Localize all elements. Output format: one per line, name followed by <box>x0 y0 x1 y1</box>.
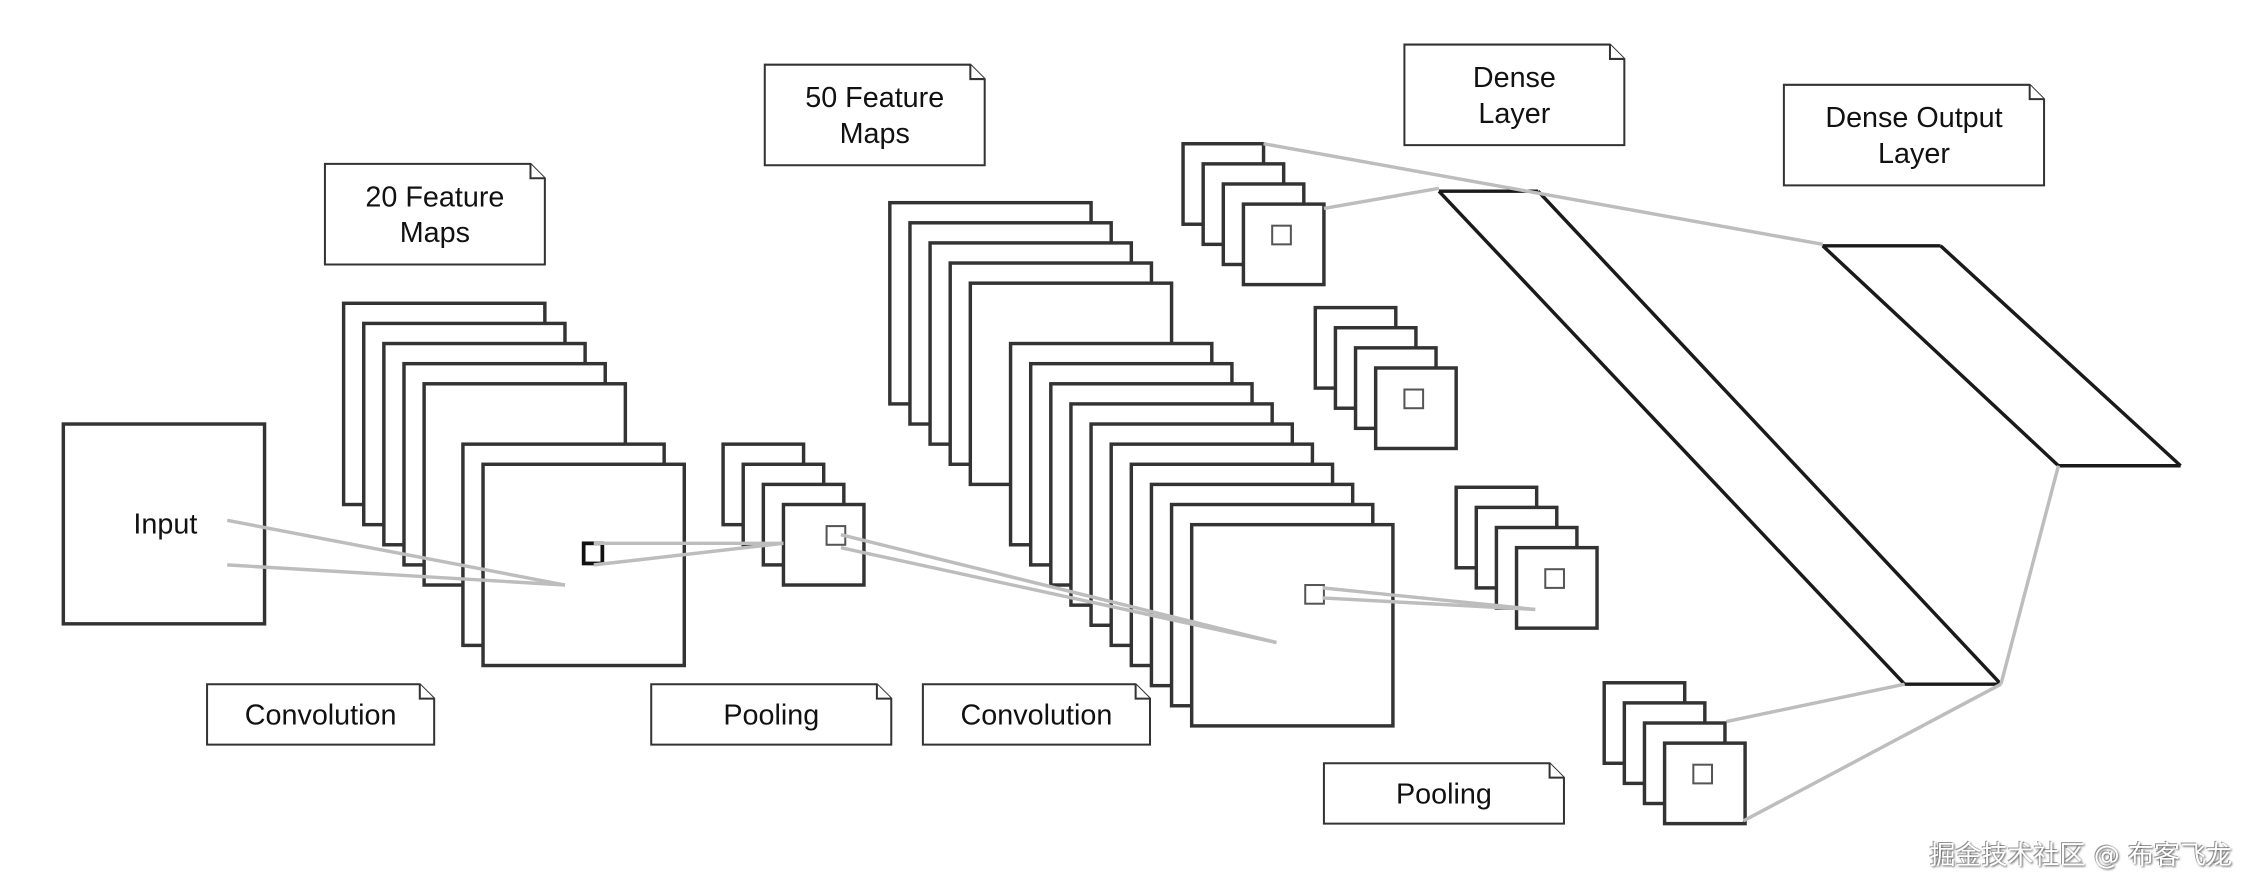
note-convolution-2: Convolution <box>921 683 1152 746</box>
note-convolution-1: Convolution <box>206 683 436 746</box>
note-convolution-2-text: Convolution <box>961 699 1113 731</box>
note-dense-output-layer-text: Dense Output <box>1825 102 2002 134</box>
note-dense-layer-text: Dense <box>1473 62 1556 94</box>
note-50-feature-maps-text: Maps <box>840 118 910 150</box>
note-pooling-2-text: Pooling <box>1396 779 1492 811</box>
receptive-field <box>1403 388 1425 410</box>
dense-layer-shape <box>1437 189 2003 686</box>
feature-maps-50 <box>888 200 1395 728</box>
feature-map <box>1189 522 1395 728</box>
pooled-map <box>781 502 866 587</box>
dense-output-layer-shape <box>1821 244 2182 468</box>
input-label: Input <box>133 508 197 540</box>
pooled-maps-1 <box>721 442 866 587</box>
receptive-field <box>1271 224 1292 246</box>
note-50-feature-maps-text: 50 Feature <box>805 82 944 114</box>
receptive-field <box>1304 584 1325 605</box>
pooled-map <box>1662 741 1747 826</box>
pooled-maps-2 <box>1181 142 1747 826</box>
note-20-feature-maps-text: 20 Feature <box>365 181 504 213</box>
connection-lines <box>226 142 2061 823</box>
note-pooling-1-text: Pooling <box>723 699 819 731</box>
watermark: 掘金技术社区 @ 布客飞龙 <box>1929 841 2232 871</box>
note-pooling-1: Pooling <box>650 683 893 746</box>
receptive-field <box>581 541 605 566</box>
pooled-map <box>1241 202 1326 287</box>
input-layer: Input <box>61 422 267 626</box>
input-box <box>61 422 267 626</box>
note-20-feature-maps-text: Maps <box>400 217 470 249</box>
feature-map <box>481 462 687 668</box>
note-dense-layer-text: Layer <box>1478 98 1550 130</box>
note-dense-output-layer-text: Layer <box>1878 138 1950 170</box>
feature-maps-20 <box>341 301 687 668</box>
note-convolution-1-text: Convolution <box>245 699 397 731</box>
receptive-field <box>1544 568 1565 589</box>
receptive-field <box>1692 763 1714 785</box>
note-pooling-2: Pooling <box>1322 762 1565 825</box>
